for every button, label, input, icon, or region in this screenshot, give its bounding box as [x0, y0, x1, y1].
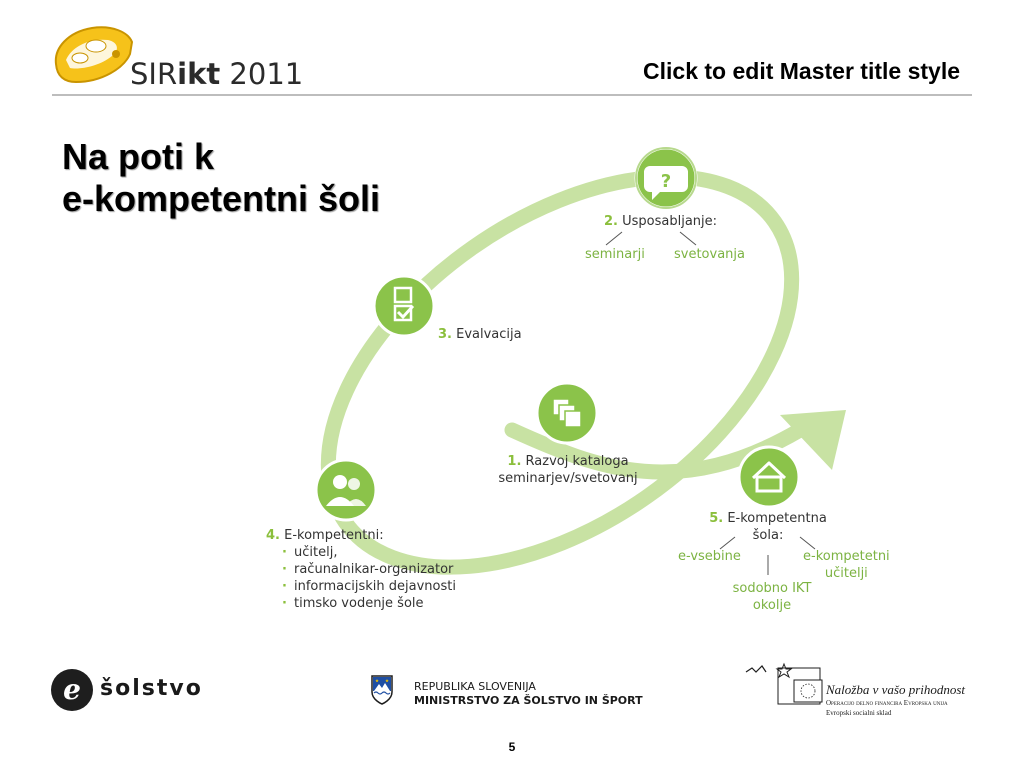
- step-4-bullets: učitelj, računalnikar-organizator inform…: [280, 544, 456, 612]
- step-5-sub-sodobno-ikt: sodobno IKT okolje: [727, 580, 817, 614]
- svg-text:?: ?: [661, 171, 671, 192]
- step-5-sub-e-kompetetni-line1: e-kompetetni: [803, 549, 890, 564]
- logo-year: 2011: [220, 57, 304, 91]
- step-5-sub-sodobno-line1: sodobno IKT: [732, 581, 812, 596]
- cycle-ring: [320, 169, 800, 575]
- bullet-item: učitelj,: [280, 544, 456, 561]
- stacked-pages-icon: [535, 381, 599, 445]
- progress-arrow-head: [780, 410, 846, 470]
- svg-text:e: e: [63, 673, 81, 706]
- step-2-text: Usposabljanje:: [622, 214, 718, 229]
- solstvo-text: šolstvo: [100, 676, 203, 701]
- logo-text-ikt: ikt: [177, 57, 221, 91]
- step-1-text: Razvoj kataloga: [525, 454, 629, 469]
- eu-flag-mark-icon: [745, 662, 823, 705]
- step-3-label: 3. Evalvacija: [438, 326, 522, 343]
- slide-title-line1: Na poti k: [62, 136, 215, 177]
- bullet-item: timsko vodenje šole: [280, 595, 456, 612]
- step-4-label: 4. E-kompetentni: učitelj, računalnikar-…: [266, 527, 456, 612]
- e-circle-icon: e: [51, 669, 93, 711]
- step-5-sub-sodobno-line2: okolje: [752, 598, 792, 613]
- step-3-text: Evalvacija: [456, 327, 522, 342]
- bullet-item: računalnikar-organizator: [280, 561, 456, 578]
- step-5-label: 5. E-kompetentna šola:: [700, 510, 836, 544]
- ministry-line1: REPUBLIKA SLOVENIJA: [414, 680, 536, 693]
- ministry-logo: REPUBLIKA SLOVENIJA MINISTRSTVO ZA ŠOLST…: [370, 674, 643, 711]
- step-3-number: 3.: [438, 327, 452, 342]
- question-bubble-icon: ?: [634, 146, 698, 210]
- eu-slogan: Naložba v vašo prihodnost: [826, 682, 966, 697]
- step-5-number: 5.: [709, 511, 724, 526]
- step-5-sub-e-vsebine: e-vsebine: [678, 549, 741, 564]
- bullet-item-continuation-text: informacijskih dejavnosti: [294, 579, 456, 594]
- step-5-text: E-kompetentna: [727, 511, 827, 526]
- step-4-number: 4.: [266, 528, 280, 543]
- page-number: 5: [508, 740, 516, 754]
- connector-line: [799, 536, 816, 550]
- solstvo-logo: e šolstvo: [50, 668, 210, 712]
- slide-title-line2: e-kompetentni šoli: [62, 178, 381, 219]
- slovenia-coat-of-arms-icon: [371, 675, 393, 705]
- people-icon: [314, 458, 378, 522]
- bullet-item-continuation: informacijskih dejavnosti: [280, 578, 456, 595]
- logo-text-sir: SIR: [130, 57, 178, 91]
- house-icon: [737, 445, 801, 509]
- eu-line3: Evropski socialni sklad: [826, 709, 892, 717]
- step-2-sub-svetovanja: svetovanja: [674, 247, 745, 262]
- step-5-text-line2: šola:: [752, 528, 784, 543]
- cheese-logo-icon: [54, 26, 134, 84]
- step-2-sub-seminarji: seminarji: [585, 247, 645, 262]
- step-5-sub-e-kompetetni: e-kompetetni učitelji: [803, 548, 890, 582]
- sirikt-logo: SIRikt 2011: [50, 24, 303, 94]
- connector-line: [605, 231, 623, 246]
- eu-logo: Naložba v vašo prihodnost Operacijo deln…: [744, 662, 984, 722]
- step-1-number: 1.: [507, 454, 522, 469]
- ministry-line2: MINISTRSTVO ZA ŠOLSTVO IN ŠPORT: [414, 694, 643, 707]
- eu-line2: Operacijo delno financira Evropska unija: [826, 699, 948, 707]
- checklist-icon: [372, 274, 436, 338]
- step-2-label: 2. Usposabljanje:: [604, 213, 717, 230]
- step-1-label: 1. Razvoj kataloga seminarjev/svetovanj: [486, 453, 650, 487]
- step-2-number: 2.: [604, 214, 618, 229]
- step-5-sub-e-kompetetni-line2: učitelji: [824, 566, 868, 581]
- step-4-text: E-kompetentni:: [284, 528, 384, 543]
- step-1-text-line2: seminarjev/svetovanj: [498, 471, 638, 486]
- connector-line: [719, 536, 736, 550]
- header-divider: [52, 94, 972, 96]
- master-title: Click to edit Master title style: [643, 58, 960, 84]
- slide-title: Na poti k e-kompetentni šoli: [62, 136, 380, 220]
- connector-line: [679, 231, 697, 246]
